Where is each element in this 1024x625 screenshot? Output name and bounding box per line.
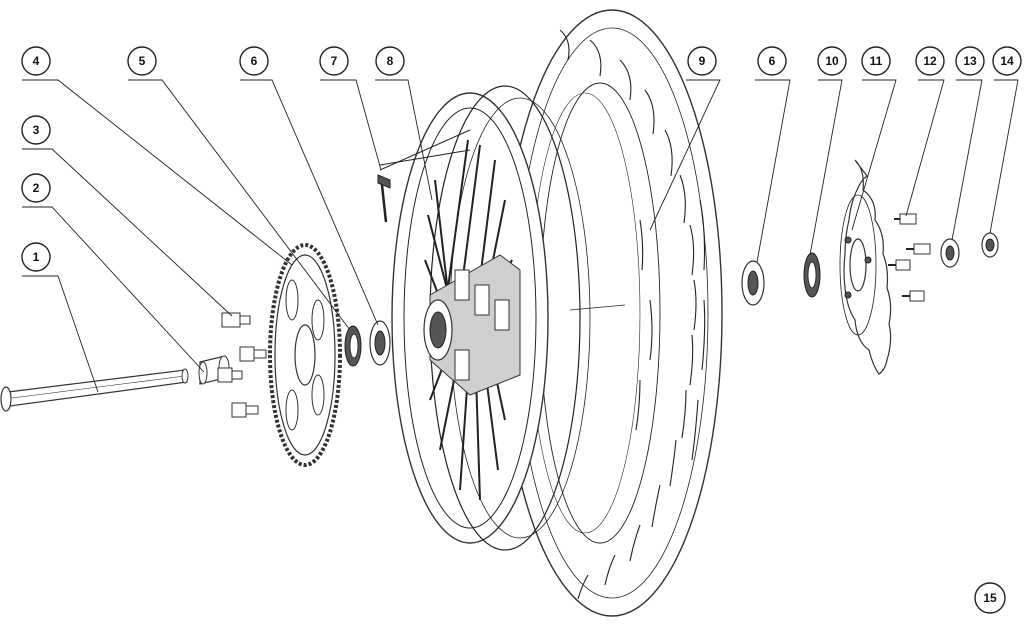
hub bbox=[423, 254, 521, 396]
callout-13: 13 bbox=[955, 46, 985, 76]
svg-text:11: 11 bbox=[870, 54, 883, 68]
callout-3: 3 bbox=[21, 115, 51, 145]
axle-nut bbox=[981, 232, 999, 258]
bearing-left bbox=[369, 320, 391, 366]
leader-lines bbox=[22, 79, 1019, 393]
callout-9: 9 bbox=[687, 46, 717, 76]
callout-6-right: 6 bbox=[757, 46, 787, 76]
svg-text:14: 14 bbox=[1000, 54, 1014, 68]
brake-disc bbox=[839, 159, 892, 375]
callout-14: 14 bbox=[992, 46, 1022, 76]
bearing-right bbox=[741, 260, 765, 306]
callout-6-left: 6 bbox=[239, 46, 269, 76]
sprocket-bolts bbox=[217, 312, 267, 418]
svg-text:8: 8 bbox=[387, 54, 394, 68]
tire bbox=[501, 9, 723, 617]
oil-seal-right bbox=[803, 252, 821, 298]
sprocket bbox=[268, 243, 342, 467]
disc-bolts bbox=[888, 213, 931, 302]
svg-text:3: 3 bbox=[33, 123, 40, 137]
svg-text:12: 12 bbox=[923, 54, 937, 68]
svg-text:15: 15 bbox=[983, 591, 997, 605]
callout-12: 12 bbox=[915, 46, 945, 76]
callout-15: 15 bbox=[974, 582, 1006, 614]
svg-text:9: 9 bbox=[699, 54, 706, 68]
callout-2: 2 bbox=[21, 173, 51, 203]
axle-spacer-right bbox=[940, 238, 960, 268]
svg-text:6: 6 bbox=[769, 54, 776, 68]
valve-stem bbox=[377, 129, 471, 223]
callout-8: 8 bbox=[375, 46, 405, 76]
callout-10: 10 bbox=[817, 46, 847, 76]
axle bbox=[0, 368, 189, 412]
svg-text:6: 6 bbox=[251, 54, 258, 68]
svg-text:1: 1 bbox=[33, 250, 40, 264]
callout-11: 11 bbox=[861, 46, 891, 76]
callout-5: 5 bbox=[127, 46, 157, 76]
svg-text:10: 10 bbox=[825, 54, 839, 68]
oil-seal-left bbox=[344, 325, 362, 367]
callout-4: 4 bbox=[21, 46, 51, 76]
svg-text:4: 4 bbox=[33, 54, 40, 68]
tread-pattern bbox=[559, 29, 706, 600]
svg-text:13: 13 bbox=[963, 54, 977, 68]
svg-text:5: 5 bbox=[139, 54, 146, 68]
callout-1: 1 bbox=[21, 242, 51, 272]
rim bbox=[391, 85, 591, 551]
svg-text:2: 2 bbox=[33, 181, 40, 195]
svg-text:7: 7 bbox=[331, 54, 338, 68]
callout-7: 7 bbox=[319, 46, 349, 76]
